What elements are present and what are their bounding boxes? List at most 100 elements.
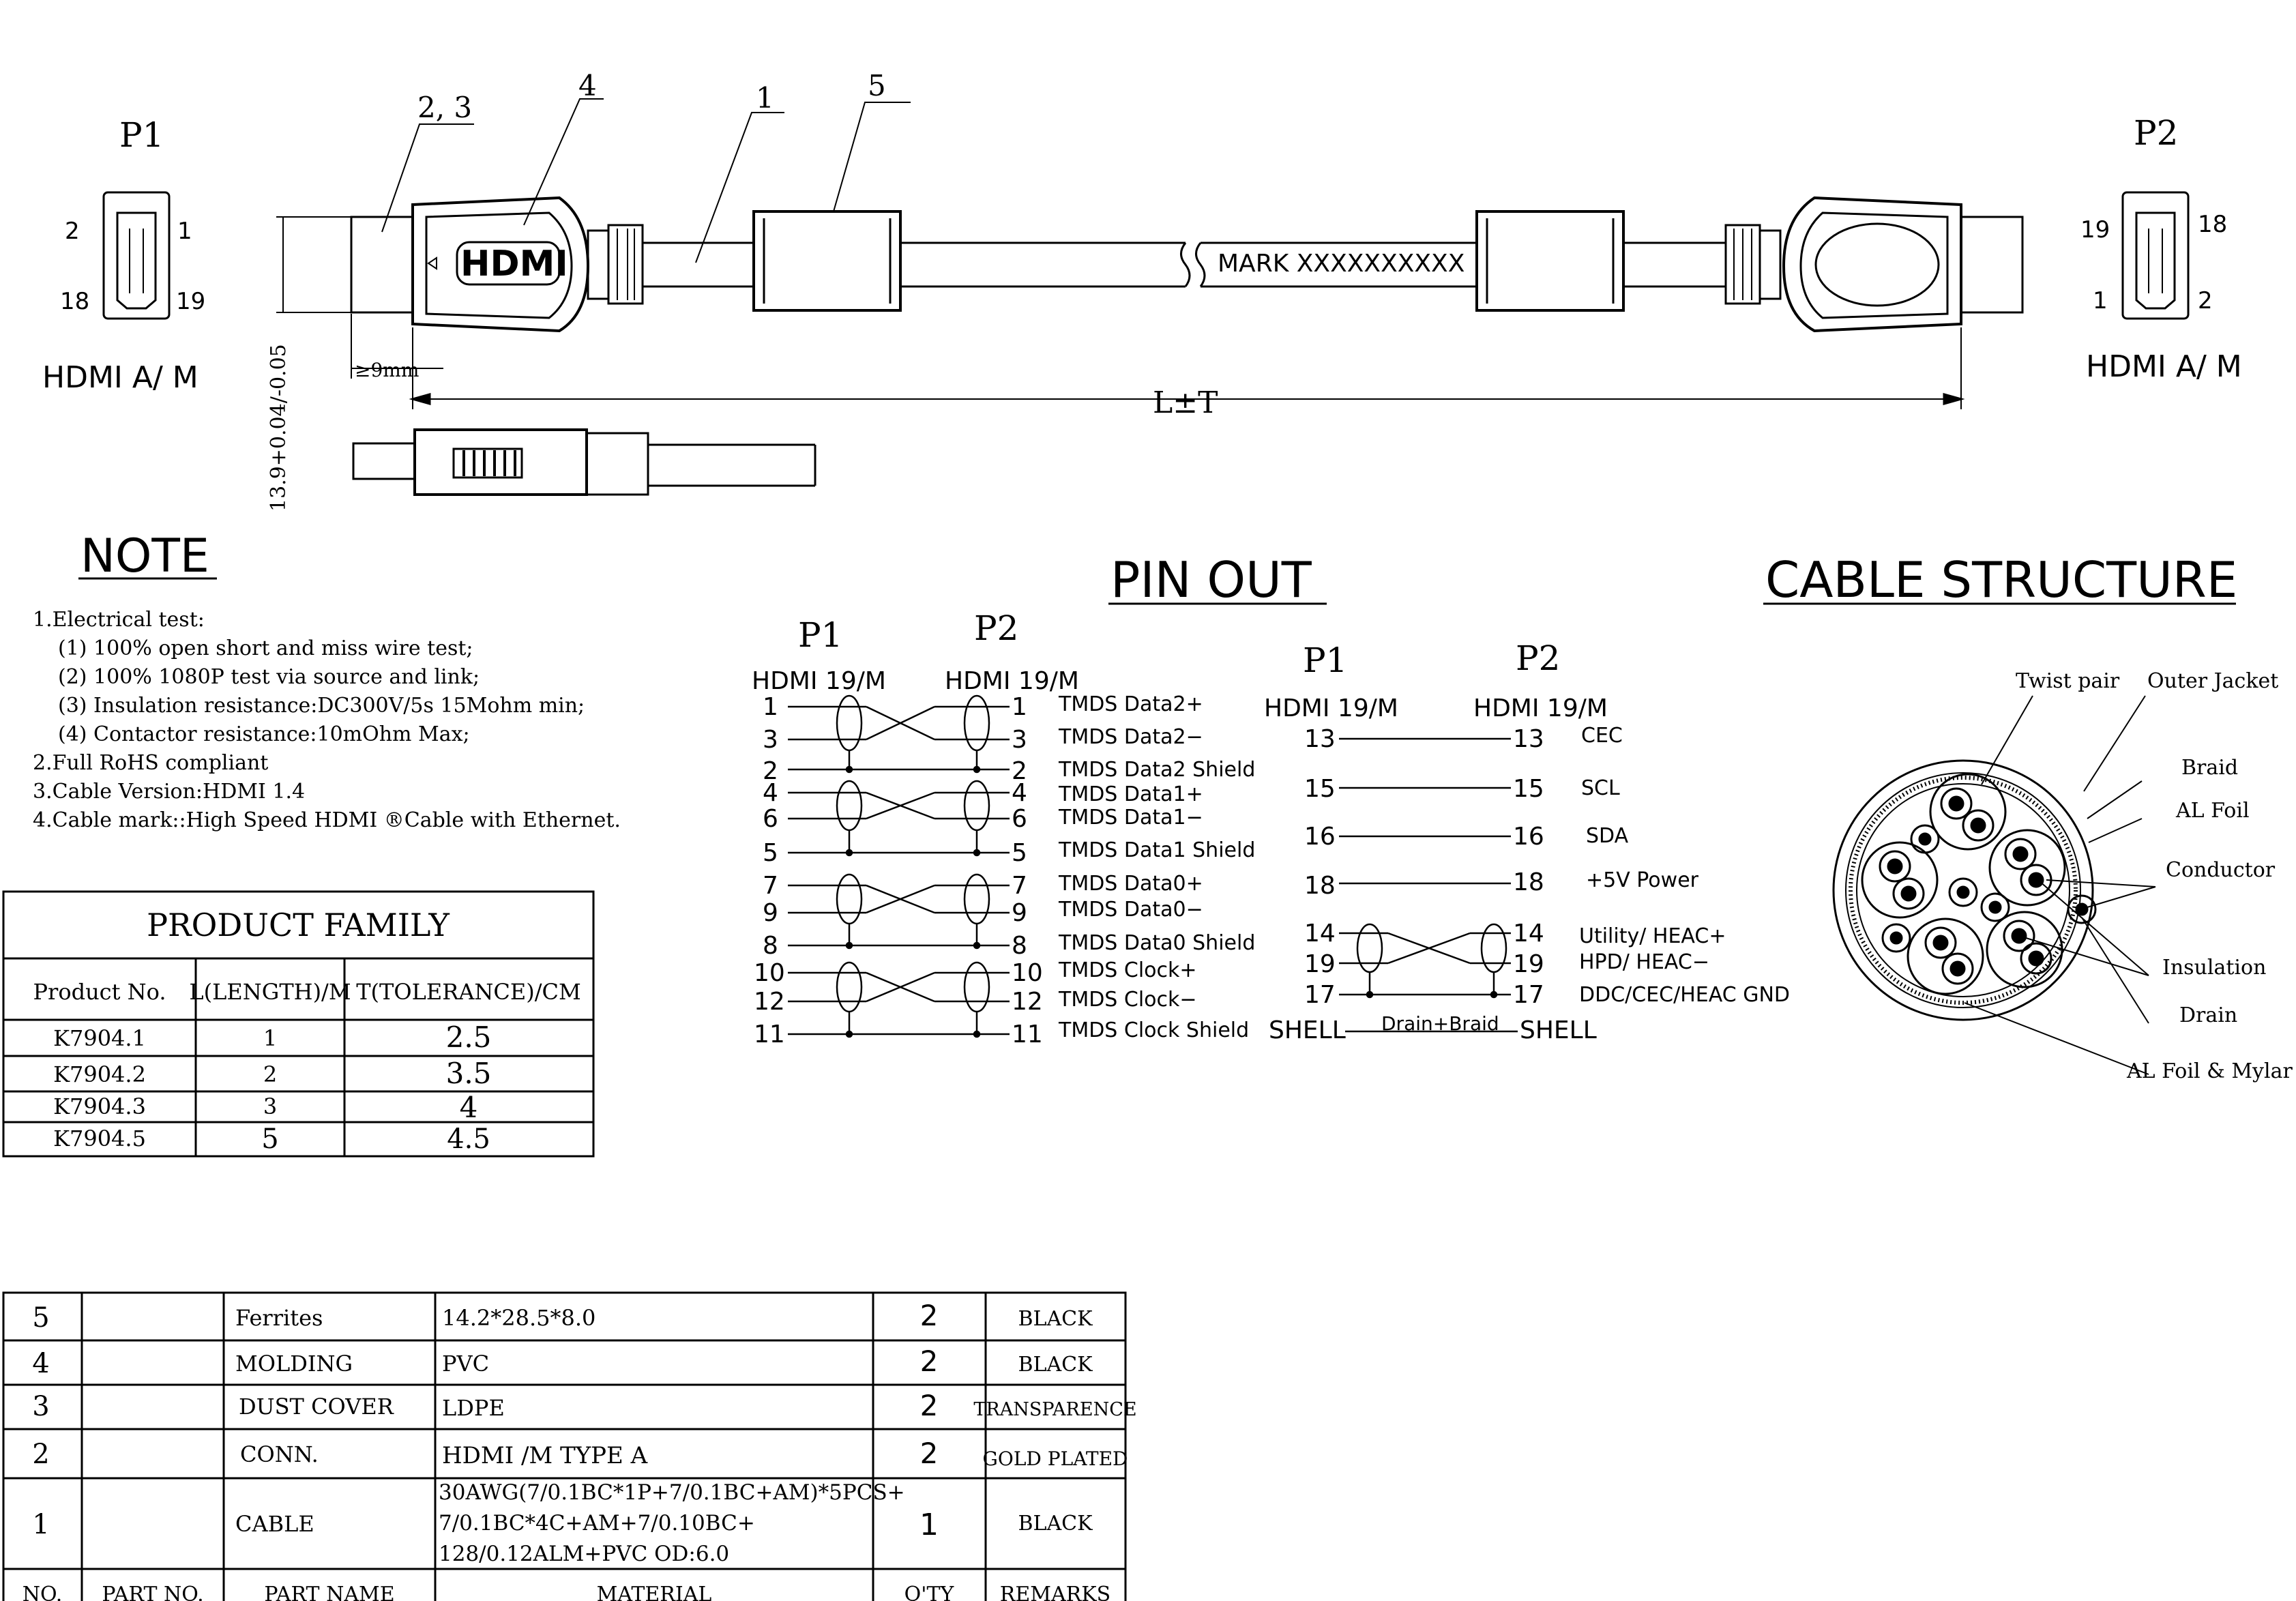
pin-row-12-p1: 11 xyxy=(754,1020,785,1048)
cable-structure-section: CABLE STRUCTURE xyxy=(1763,551,2293,1083)
bom-row-3-qty: 2 xyxy=(920,1389,939,1422)
pin-row-1-p1: 1 xyxy=(763,693,778,721)
pin-r-row-2-signal: SCL xyxy=(1581,776,1620,800)
pf-row-3-tolerance: 4 xyxy=(460,1091,478,1124)
label-insulation: Insulation xyxy=(2162,956,2266,980)
pinout-right-hdmi-p1: HDMI 19/M xyxy=(1264,694,1398,722)
pinout-left-wires xyxy=(788,694,1010,1038)
pin-r-row-6-p1: 19 xyxy=(1304,950,1336,978)
note-line-4: (3) Insulation resistance:DC300V/5s 15Mo… xyxy=(58,694,585,718)
bom-row-3-material: LDPE xyxy=(442,1395,505,1421)
pin-row-7-p1: 7 xyxy=(763,872,778,900)
pinout-right-p1: P1 xyxy=(1303,641,1347,680)
right-ferrite xyxy=(1475,210,1625,312)
pin-row-11-signal: TMDS Clock− xyxy=(1058,988,1197,1012)
label-drain: Drain xyxy=(2179,1003,2237,1027)
pin-row-5-signal: TMDS Data1− xyxy=(1058,806,1203,829)
label-twist-pair: Twist pair xyxy=(2016,669,2120,693)
bom-header-material: MATERIAL xyxy=(597,1583,712,1601)
pin-r-row-3-p2: 16 xyxy=(1513,823,1544,851)
bom-row-2-qty: 2 xyxy=(920,1437,939,1470)
note-line-5: (4) Contactor resistance:10mOhm Max; xyxy=(58,722,470,746)
pinout-left-p2: P2 xyxy=(974,608,1018,648)
pinout-left-hdmi-p2: HDMI 19/M xyxy=(945,667,1079,695)
p1-pin-2: 2 xyxy=(65,218,80,245)
callout-4: 4 xyxy=(578,69,597,102)
pin-row-8-p2: 9 xyxy=(1012,899,1027,927)
bom-row-4-remarks: BLACK xyxy=(1018,1353,1093,1377)
note-line-7: 3.Cable Version:HDMI 1.4 xyxy=(33,780,305,804)
note-line-3: (2) 100% 1080P test via source and link; xyxy=(58,665,480,689)
pinout-left-rows: 1 1 TMDS Data2+ 3 3 TMDS Data2− 2 2 TMDS… xyxy=(754,692,1255,1048)
pin-row-4-p1: 4 xyxy=(763,779,778,807)
note-line-6: 2.Full RoHS compliant xyxy=(33,751,268,775)
p2-pin-2: 2 xyxy=(2198,287,2213,314)
pin-row-3-p1: 2 xyxy=(763,757,778,785)
p1-pin-19: 19 xyxy=(176,288,205,315)
bom-header-name: PART NAME xyxy=(264,1583,394,1601)
pin-row-10-p2: 10 xyxy=(1012,959,1043,987)
bom-row-5-name: Ferrites xyxy=(235,1305,323,1331)
min-dimension: ≥9mm xyxy=(355,359,419,381)
bom-row-1-material-3: 128/0.12ALM+PVC OD:6.0 xyxy=(439,1542,729,1566)
pf-row-4-tolerance: 4.5 xyxy=(447,1123,490,1155)
bom-header-no: NO. xyxy=(23,1583,63,1601)
bom-row-2-no: 2 xyxy=(32,1439,49,1470)
pinout-left-p1: P1 xyxy=(798,615,842,655)
pin-r-row-5-p1: 14 xyxy=(1304,920,1336,948)
pin-r-row-1-signal: CEC xyxy=(1581,724,1623,748)
pin-row-8-signal: TMDS Data0− xyxy=(1058,898,1203,922)
pin-r-row-7-p1: 17 xyxy=(1304,981,1336,1009)
pin-row-2-p1: 3 xyxy=(763,726,778,754)
pf-header-product: Product No. xyxy=(33,979,166,1005)
pin-row-10-p1: 10 xyxy=(754,959,785,987)
pin-r-row-2-p1: 15 xyxy=(1304,775,1336,803)
bom-row-4-name: MOLDING xyxy=(235,1351,353,1377)
p1-label: P1 xyxy=(119,115,164,155)
pin-row-7-p2: 7 xyxy=(1012,872,1027,900)
pin-row-5-p1: 6 xyxy=(763,805,778,833)
length-dimension: L±T xyxy=(1153,385,1218,420)
bom-row-3-no: 3 xyxy=(32,1391,49,1422)
pin-row-4-signal: TMDS Data1+ xyxy=(1058,782,1203,806)
pin-row-6-signal: TMDS Data1 Shield xyxy=(1058,838,1255,862)
note-title: NOTE xyxy=(80,529,209,583)
pinout-right-p2: P2 xyxy=(1516,638,1560,678)
pin-row-2-signal: TMDS Data2− xyxy=(1058,725,1203,749)
pin-r-row-5-p2: 14 xyxy=(1513,920,1544,948)
pin-r-row-2-p2: 15 xyxy=(1513,775,1544,803)
cable-structure-leaders xyxy=(1964,695,2156,1075)
product-family-title: PRODUCT FAMILY xyxy=(147,907,450,943)
pin-row-10-signal: TMDS Clock+ xyxy=(1058,958,1197,982)
label-braid: Braid xyxy=(2181,756,2238,780)
pin-row-1-signal: TMDS Data2+ xyxy=(1058,692,1203,716)
pinout-right-wires xyxy=(1339,737,1518,1033)
pin-row-7-signal: TMDS Data0+ xyxy=(1058,872,1203,896)
pf-row-3-product: K7904.3 xyxy=(53,1093,146,1119)
pinout-left-hdmi-p1: HDMI 19/M xyxy=(752,667,886,695)
pf-row-1-length: 1 xyxy=(263,1025,277,1051)
callout-2-3: 2, 3 xyxy=(417,91,472,124)
p1-connector-type: HDMI A/ M xyxy=(42,360,198,395)
pin-r-row-6-signal: HPD/ HEAC− xyxy=(1579,950,1709,974)
pin-row-6-p2: 5 xyxy=(1012,839,1027,867)
pin-row-2-p2: 3 xyxy=(1012,726,1027,754)
cable-cross-section xyxy=(1832,759,2097,1021)
label-conductor: Conductor xyxy=(2166,858,2276,882)
pin-row-9-p2: 8 xyxy=(1012,932,1027,960)
note-line-1: 1.Electrical test: xyxy=(33,608,205,632)
bom-header-qty: Q'TY xyxy=(904,1583,955,1601)
pinout-section: PIN OUT P1 P2 HDMI 19/M HDMI 19/M P1 P2 … xyxy=(752,551,1790,1048)
p1-face-icon xyxy=(102,191,171,320)
bom-row-5-remarks: BLACK xyxy=(1018,1307,1093,1331)
pf-row-1-tolerance: 2.5 xyxy=(446,1020,492,1054)
pin-row-6-p1: 5 xyxy=(763,839,778,867)
p2-connector-type: HDMI A/ M xyxy=(2086,349,2242,384)
pf-row-3-length: 3 xyxy=(263,1093,277,1119)
bom-header-partno: PART NO. xyxy=(102,1583,203,1601)
bom-row-3-remarks: TRANSPARENCE xyxy=(973,1399,1136,1420)
pf-row-2-length: 2 xyxy=(263,1061,277,1087)
pin-row-5-p2: 6 xyxy=(1012,805,1027,833)
cable-mark: MARK XXXXXXXXXX xyxy=(1218,250,1465,278)
